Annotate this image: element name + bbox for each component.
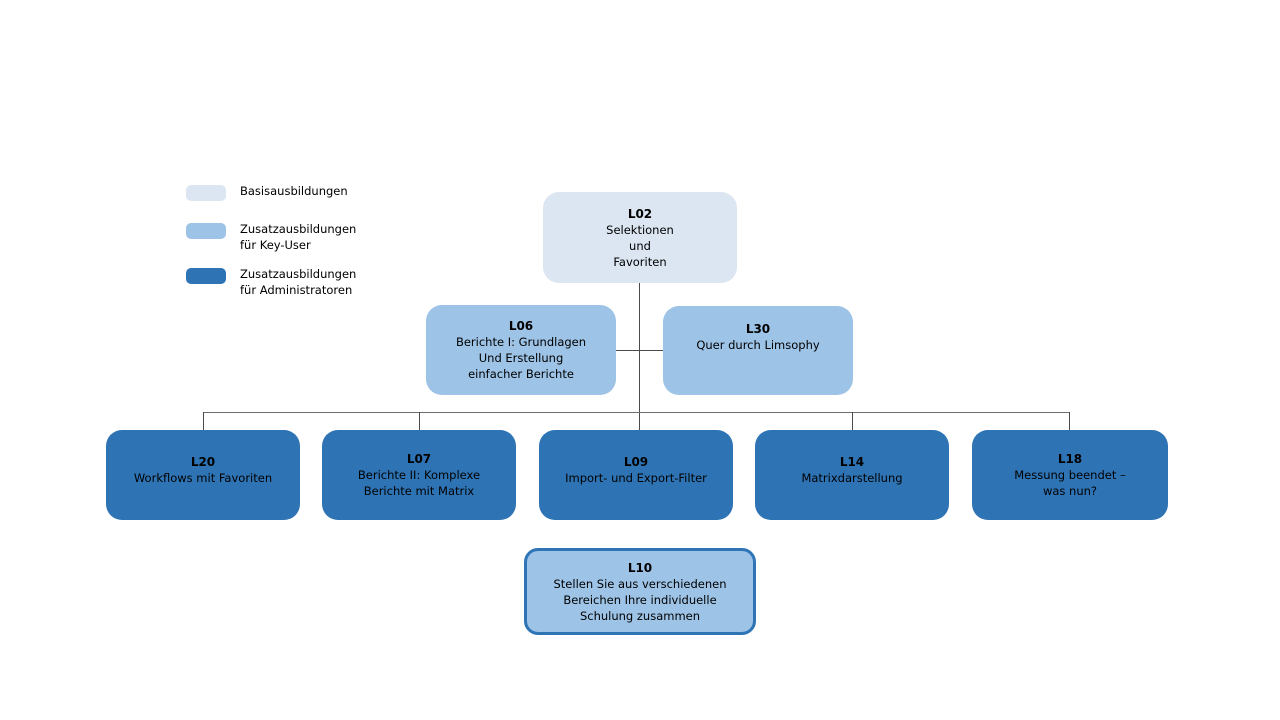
legend-swatch-basis <box>186 185 226 201</box>
node-l06-body: Berichte I: Grundlagen Und Erstellung ei… <box>455 335 587 381</box>
connector-drop-l18 <box>1069 412 1070 430</box>
node-l09-code: L09 <box>623 455 649 469</box>
node-l18-code: L18 <box>1057 452 1083 466</box>
connector-rail <box>203 412 1070 413</box>
node-l09-body: Import- und Export-Filter <box>565 471 707 485</box>
legend-label-basis: Basisausbildungen <box>240 184 348 198</box>
legend-swatch-key-user <box>186 223 226 239</box>
node-l10: L10 Stellen Sie aus verschiedenen Bereic… <box>524 548 756 635</box>
node-l10-code: L10 <box>627 560 653 575</box>
node-l20-code: L20 <box>190 455 216 469</box>
node-l14: L14 Matrixdarstellung <box>755 430 949 520</box>
legend-item-admin: Zusatzausbildungen für Administratoren <box>186 267 356 298</box>
connector-l02-to-rail <box>639 283 640 430</box>
node-l14-code: L14 <box>839 455 865 469</box>
node-l07-code: L07 <box>406 452 432 466</box>
legend-item-key-user: Zusatzausbildungen für Key-User <box>186 222 356 253</box>
node-l20: L20 Workflows mit Favoriten <box>106 430 300 520</box>
connector-drop-l14 <box>852 412 853 430</box>
node-l09: L09 Import- und Export-Filter <box>539 430 733 520</box>
legend-item-basis: Basisausbildungen <box>186 184 348 201</box>
node-l07: L07 Berichte II: Komplexe Berichte mit M… <box>322 430 516 520</box>
node-l20-body: Workflows mit Favoriten <box>133 471 273 485</box>
node-l30-code: L30 <box>745 321 771 336</box>
node-l07-body: Berichte II: Komplexe Berichte mit Matri… <box>357 468 481 498</box>
connector-drop-l20 <box>203 412 204 430</box>
legend-swatch-admin <box>186 268 226 284</box>
node-l30: L30 Quer durch Limsophy <box>663 306 853 395</box>
connector-drop-l07 <box>419 412 420 430</box>
legend-label-key-user: Zusatzausbildungen für Key-User <box>240 222 357 252</box>
node-l02-body: Selektionen und Favoriten <box>606 222 674 269</box>
node-l30-body: Quer durch Limsophy <box>696 337 820 352</box>
node-l14-body: Matrixdarstellung <box>801 471 903 485</box>
legend-label-admin: Zusatzausbildungen für Administratoren <box>240 267 357 297</box>
node-l02: L02 Selektionen und Favoriten <box>543 192 737 283</box>
node-l18: L18 Messung beendet – was nun? <box>972 430 1168 520</box>
node-l18-body: Messung beendet – was nun? <box>1014 468 1126 498</box>
node-l06-code: L06 <box>508 319 534 333</box>
connector-l06-l30 <box>616 350 663 351</box>
node-l10-body: Stellen Sie aus verschiedenen Bereichen … <box>553 576 727 623</box>
node-l02-code: L02 <box>627 206 653 221</box>
node-l06: L06 Berichte I: Grundlagen Und Erstellun… <box>426 305 616 395</box>
